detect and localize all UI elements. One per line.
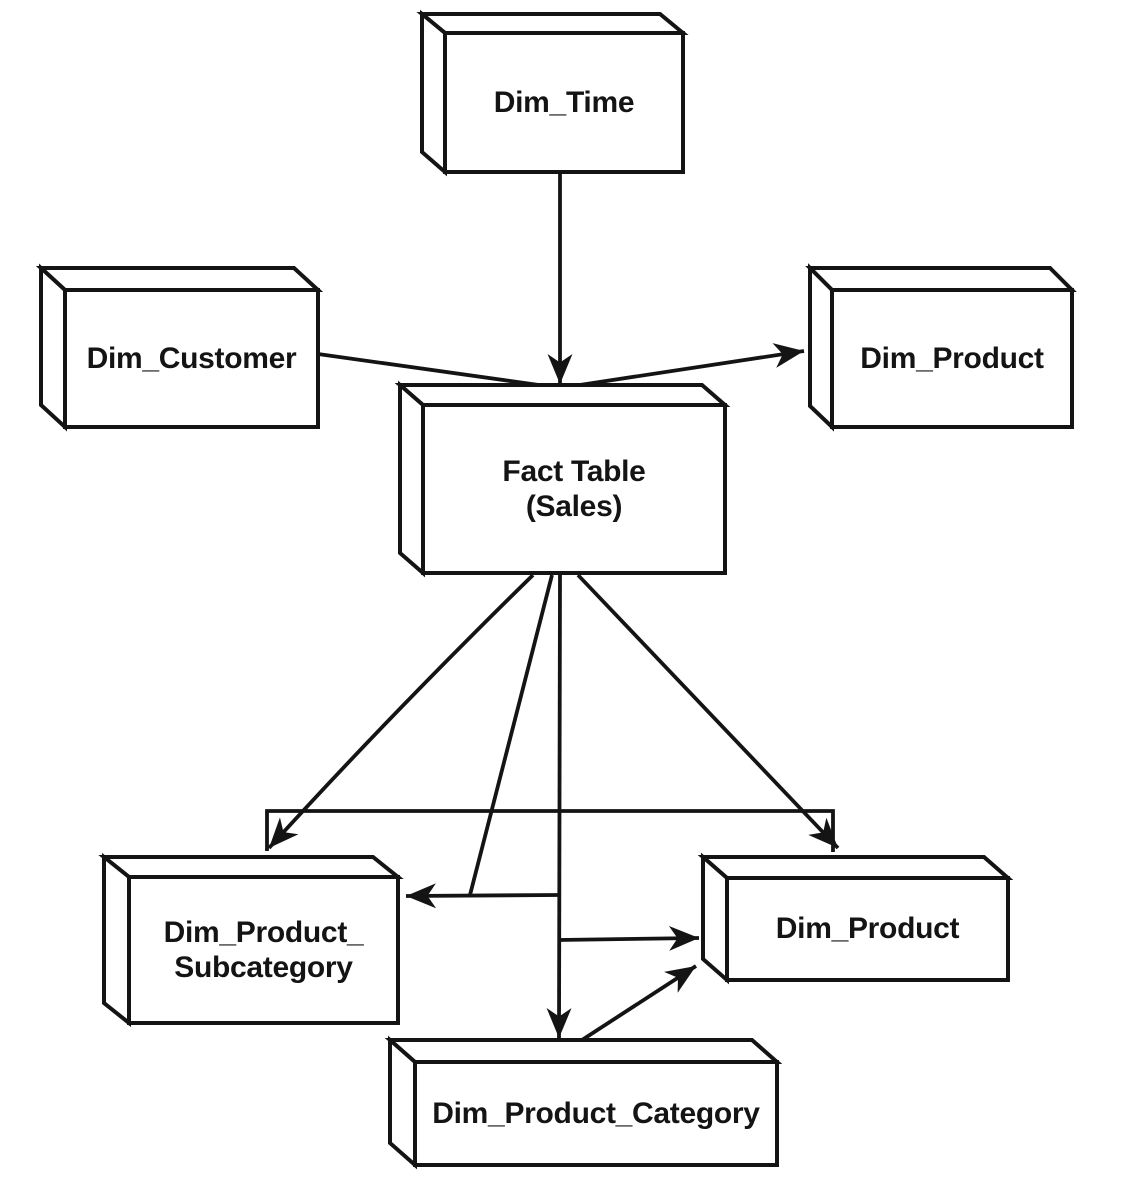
node-dim-product-category-box bbox=[384, 1035, 783, 1170]
node-dim-product-subcategory-box bbox=[98, 852, 404, 1028]
node-dim-time-box bbox=[416, 9, 689, 177]
edge-fact-to-product-right bbox=[559, 343, 805, 390]
edge-bracket-connector bbox=[265, 809, 835, 852]
edge-to-subcategory-right bbox=[405, 883, 559, 909]
edge-customer-to-fact bbox=[317, 352, 561, 390]
node-dim-product-right-box bbox=[805, 263, 1077, 432]
node-dim-customer-box bbox=[35, 263, 324, 432]
edge-fact-to-category bbox=[546, 574, 572, 1039]
node-fact-table-box bbox=[394, 380, 731, 578]
edge-category-to-product-bottom bbox=[580, 964, 698, 1042]
edge-to-product-bottom-left bbox=[557, 925, 700, 951]
node-dim-product-bottom-box bbox=[697, 852, 1014, 985]
edge-group bbox=[265, 172, 840, 1042]
edge-fact-slant-line bbox=[468, 574, 554, 896]
edge-fact-to-product-bottom bbox=[576, 573, 840, 850]
